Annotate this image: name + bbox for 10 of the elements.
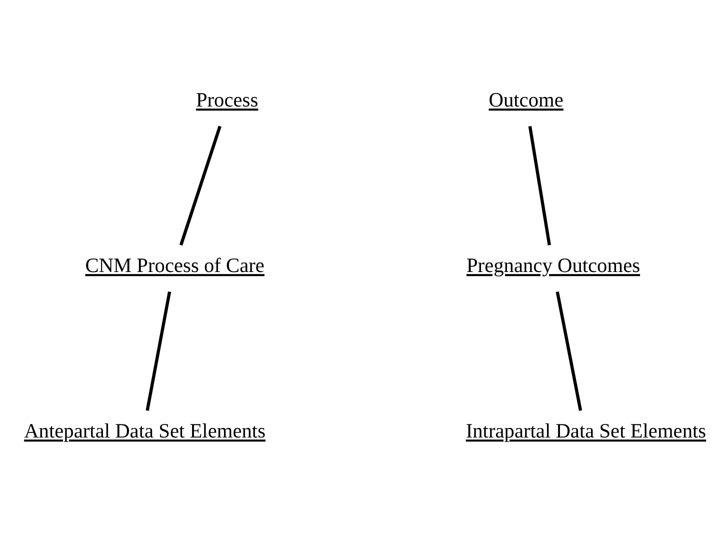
node-text: CNM Process of Care xyxy=(85,254,264,277)
node-text: Process xyxy=(196,89,258,112)
connector xyxy=(146,290,172,410)
connector xyxy=(179,125,222,246)
connector xyxy=(528,126,551,245)
node-text: Pregnancy Outcomes xyxy=(466,254,640,277)
node-text: Antepartal Data Set Elements xyxy=(24,420,266,442)
node-text: Intrapartal Data Set Elements xyxy=(466,420,706,442)
node-text: Outcome xyxy=(488,89,564,112)
connector xyxy=(556,290,582,410)
